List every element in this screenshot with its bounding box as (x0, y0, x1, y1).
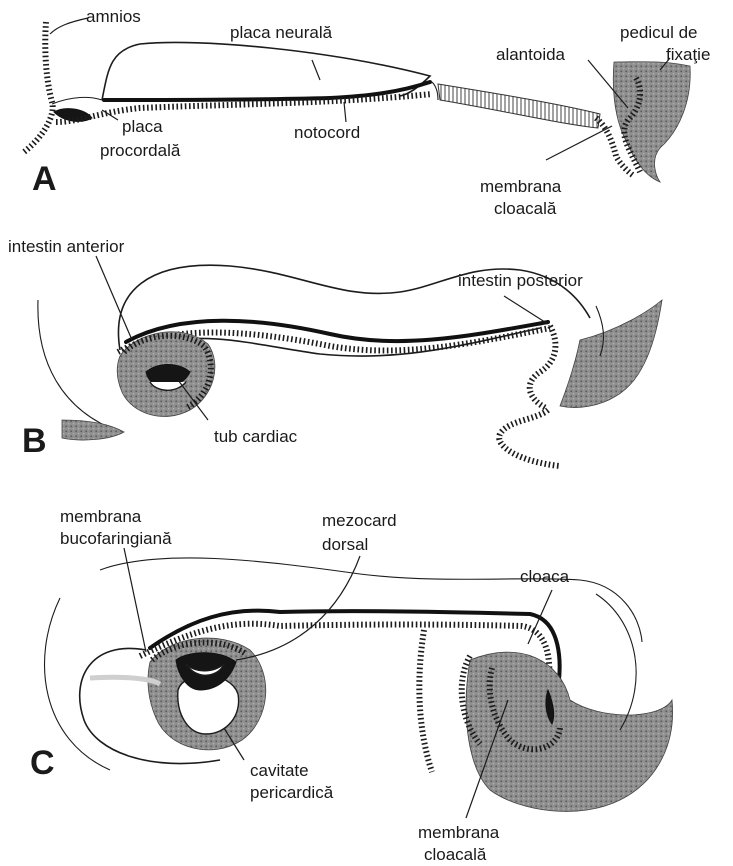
label-membrana-cloacala-c-2: cloacală (424, 845, 487, 864)
label-tub-cardiac: tub cardiac (214, 427, 298, 446)
label-intestin-posterior: intestin posterior (458, 271, 583, 290)
label-placa-neurala: placa neurală (230, 23, 333, 42)
label-cloaca: cloaca (520, 567, 570, 586)
label-alantoida: alantoida (496, 45, 566, 64)
label-membrana-cloacala-c-1: membrana (418, 823, 500, 842)
amnion-left-b (38, 300, 120, 432)
notochord-line (104, 82, 430, 100)
label-pedicul-line2: fixaţie (666, 45, 710, 64)
panel-letter-c: C (30, 744, 55, 782)
label-placa-procordala-2: procordală (100, 141, 181, 160)
label-notocord: notocord (294, 123, 360, 142)
label-amnios: amnios (86, 7, 141, 26)
label-membrana-bucofaringiana-1: membrana (60, 507, 142, 526)
label-membrana-bucofaringiana-2: bucofaringiană (60, 529, 172, 548)
label-pedicul-line1: pedicul de (620, 23, 698, 42)
label-cavitate-1: cavitate (250, 761, 309, 780)
label-intestin-anterior: intestin anterior (8, 237, 125, 256)
amnion-left (24, 22, 53, 152)
label-mezocard-1: mezocard (322, 511, 397, 530)
panel-letter-a: A (32, 160, 57, 198)
label-cavitate-2: pericardică (250, 783, 334, 802)
label-membrana-cloacala-a-1: membrana (480, 177, 562, 196)
label-membrana-cloacala-a-2: cloacală (494, 199, 557, 218)
label-mezocard-2: dorsal (322, 535, 368, 554)
allantois-hatch (438, 84, 600, 128)
panel-letter-b: B (22, 422, 47, 460)
panel-c (45, 548, 673, 818)
hindgut-region (560, 300, 662, 408)
label-placa-procordala-1: placa (122, 117, 163, 136)
